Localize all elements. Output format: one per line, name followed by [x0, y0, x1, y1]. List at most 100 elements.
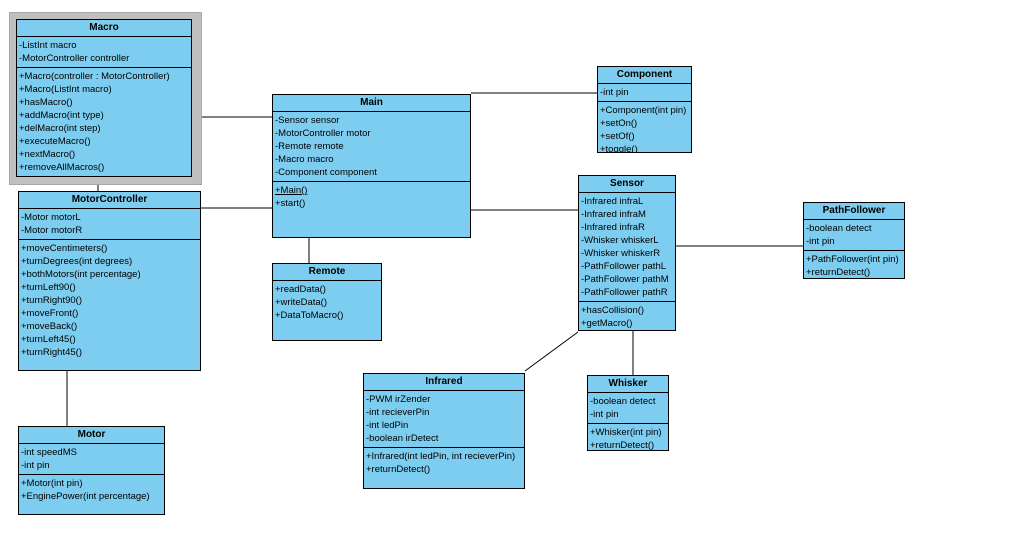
attribute-row: -MotorController motor: [275, 128, 371, 139]
attribute-row: -boolean irDetect: [366, 433, 439, 444]
method-row: +Motor(int pin): [21, 478, 83, 489]
method-row: +executeMacro(): [19, 136, 91, 147]
class-box-macro[interactable]: Macro -ListInt macro -MotorController con…: [16, 19, 192, 177]
method-row: +turnDegrees(int degrees): [21, 256, 133, 267]
attribute-row: -int pin: [806, 236, 835, 247]
attribute-row: -Motor motorR: [21, 225, 83, 236]
class-box-main[interactable]: Main -Sensor sensor-MotorController moto…: [272, 94, 471, 238]
attribute-row: -Remote remote: [275, 141, 344, 152]
method-row: +toggle(): [600, 144, 638, 153]
class-box-whisker[interactable]: Whisker -boolean detect-int pin +Whisker…: [587, 375, 669, 451]
method-row: +Infrared(int ledPin, int recieverPin): [366, 451, 516, 462]
method-row: +hasMacro(): [19, 97, 73, 108]
attribute-row: -PWM irZender: [366, 394, 431, 405]
attribute-row: -Motor motorL: [21, 212, 81, 223]
class-methods: +readData() +writeData() +DataToMacro(): [273, 281, 381, 340]
class-box-motorcontroller[interactable]: MotorController -Motor motorL-Motor moto…: [18, 191, 201, 371]
class-attributes: -Sensor sensor-MotorController motor-Rem…: [273, 112, 470, 182]
class-methods: +PathFollower(int pin)+returnDetect(): [804, 251, 904, 278]
method-row: +setOf(): [600, 131, 635, 142]
class-attributes: -PWM irZender -int recieverPin -int ledPin…: [364, 391, 524, 448]
attribute-row: -Infrared infraM: [581, 209, 646, 220]
method-row: +returnDetect(): [366, 464, 431, 475]
class-box-infrared[interactable]: Infrared -PWM irZender -int recieverPin -i…: [363, 373, 525, 489]
attribute-row: -int speedMS: [21, 447, 77, 458]
class-box-sensor[interactable]: Sensor -Infrared infraL-Infrared infraM-…: [578, 175, 676, 331]
attribute-row: -Whisker whiskerR: [581, 248, 661, 259]
method-row: +moveCentimeters(): [21, 243, 108, 254]
method-row: +bothMotors(int percentage): [21, 269, 141, 280]
attribute-row: -Whisker whiskerL: [581, 235, 659, 246]
attribute-row: -int pin: [600, 87, 629, 98]
class-title: Main: [273, 95, 470, 112]
method-row: +Macro(ListInt macro): [19, 84, 112, 95]
method-row: +turnRight90(): [21, 295, 82, 306]
attribute-row: -PathFollower pathL: [581, 261, 667, 272]
class-methods: +Whisker(int pin) +returnDetect(): [588, 424, 668, 451]
class-title: Component: [598, 67, 691, 84]
class-title: Infrared: [364, 374, 524, 391]
class-title: Whisker: [588, 376, 668, 393]
method-row: +removeAllMacros(): [19, 162, 105, 173]
class-methods: +Motor(int pin) +EnginePower(int percenta…: [19, 475, 164, 514]
method-row: +getMacro(): [581, 318, 633, 329]
class-attributes: -boolean detect-int pin: [588, 393, 668, 424]
attribute-row: -int recieverPin: [366, 407, 430, 418]
method-row: +hasCollision(): [581, 305, 645, 316]
attribute-row: -MotorController controller: [19, 53, 130, 64]
attribute-row: -int pin: [590, 409, 619, 420]
method-row: +Whisker(int pin): [590, 427, 662, 438]
method-row: +readData(): [275, 284, 326, 295]
attribute-row: -Infrared infraR: [581, 222, 645, 233]
method-row: +moveBack(): [21, 321, 78, 332]
class-attributes: -ListInt macro -MotorController controlle…: [17, 37, 191, 68]
class-methods: +Main() +start(): [273, 182, 470, 237]
method-row: +turnLeft90(): [21, 282, 76, 293]
method-row: +setOn(): [600, 118, 638, 129]
class-attributes: -Motor motorL -Motor motorR: [19, 209, 200, 240]
attribute-row: -int pin: [21, 460, 50, 471]
method-row: +turnRight45(): [21, 347, 82, 358]
method-row: +delMacro(int step): [19, 123, 101, 134]
method-row: +Macro(controller : MotorController): [19, 71, 170, 82]
class-attributes: -boolean detect -int pin: [804, 220, 904, 251]
class-box-component[interactable]: Component -int pin +Component(int pin)+s…: [597, 66, 692, 153]
attribute-row: -boolean detect: [806, 223, 872, 234]
attribute-row: -PathFollower pathM: [581, 274, 669, 285]
method-row: +returnDetect(): [806, 267, 871, 278]
class-methods: +Infrared(int ledPin, int recieverPin) +r…: [364, 448, 524, 488]
attribute-row: -int ledPin: [366, 420, 409, 431]
class-attributes: -int speedMS -int pin: [19, 444, 164, 475]
class-title: PathFollower: [804, 203, 904, 220]
method-row: +start(): [275, 198, 306, 209]
method-row: +returnDetect(): [590, 440, 655, 451]
class-methods: +Component(int pin)+setOn()+setOf()+togg…: [598, 102, 691, 153]
class-attributes: -Infrared infraL-Infrared infraM-Infrare…: [579, 193, 675, 302]
association-sensor-infrared[interactable]: [524, 331, 579, 372]
class-title: Sensor: [579, 176, 675, 193]
class-title: MotorController: [19, 192, 200, 209]
class-box-remote[interactable]: Remote +readData()+writeData()+DataToMac…: [272, 263, 382, 341]
class-box-motor[interactable]: Motor -int speedMS -int pin +Motor(int pi…: [18, 426, 165, 515]
method-row: +EnginePower(int percentage): [21, 491, 150, 502]
method-row: +moveFront(): [21, 308, 79, 319]
attribute-row: -ListInt macro: [19, 40, 77, 51]
method-row: +DataToMacro(): [275, 310, 344, 321]
class-methods: +moveCentimeters() +turnDegrees(int degre…: [19, 240, 200, 370]
class-title: Macro: [17, 20, 191, 37]
attribute-row: -Component component: [275, 167, 377, 178]
class-attributes: -int pin: [598, 84, 691, 102]
method-row: +writeData(): [275, 297, 327, 308]
attribute-row: -Macro macro: [275, 154, 334, 165]
method-row: +Main(): [275, 185, 308, 196]
method-row: +nextMacro(): [19, 149, 76, 160]
class-title: Motor: [19, 427, 164, 444]
method-row: +turnLeft45(): [21, 334, 76, 345]
class-methods: +hasCollision() +getMacro(): [579, 302, 675, 330]
class-methods: +Macro(controller : MotorController) +Mac…: [17, 68, 191, 176]
class-box-pathfollower[interactable]: PathFollower -boolean detect -int pin +Pa…: [803, 202, 905, 279]
method-row: +addMacro(int type): [19, 110, 104, 121]
attribute-row: -PathFollower pathR: [581, 287, 668, 298]
